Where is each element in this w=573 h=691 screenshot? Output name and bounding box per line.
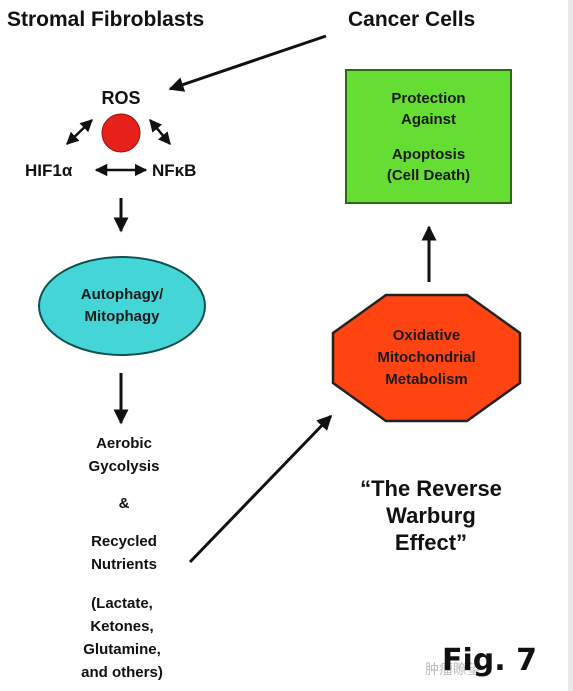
right-edge-strip xyxy=(568,0,573,691)
nutrient-examples-text: (Lactate, Ketones, Glutamine, and others… xyxy=(81,592,163,684)
recycled-line-2: Nutrients xyxy=(91,556,157,573)
effect-line-1: “The Reverse xyxy=(360,476,502,501)
reverse-warburg-effect-title: “The Reverse Warburg Effect” xyxy=(360,475,502,556)
aerobic-line-2: Gycolysis xyxy=(88,458,160,475)
examples-line-4: and others) xyxy=(81,664,163,681)
octagon-shape xyxy=(331,293,522,423)
arrow-ros-hif xyxy=(66,119,93,145)
figure-label: Fig. 7 xyxy=(442,643,537,678)
oxidative-line-1: Oxidative xyxy=(392,327,461,344)
label-nfkb: NFκB xyxy=(152,161,197,180)
recycled-line-1: Recycled xyxy=(91,533,157,550)
label-ros: ROS xyxy=(101,88,141,108)
header-cancer-cells: Cancer Cells xyxy=(348,8,476,31)
oxidative-metabolism-octagon: Oxidative Mitochondrial Metabolism xyxy=(331,293,522,423)
aerobic-line-1: Aerobic xyxy=(96,435,152,452)
effect-line-3: Effect” xyxy=(394,530,468,555)
ampersand-text: & xyxy=(118,495,130,512)
effect-line-2: Warburg xyxy=(386,503,476,528)
examples-line-2: Ketones, xyxy=(90,618,154,635)
protection-line-4: (Cell Death) xyxy=(386,166,471,184)
ros-circle xyxy=(101,113,141,153)
examples-line-1: (Lactate, xyxy=(91,595,153,612)
arrow-cancer-to-ros xyxy=(168,34,327,92)
recycled-nutrients-text: Recycled Nutrients xyxy=(91,530,157,576)
autophagy-line-1: Autophagy/ xyxy=(80,286,164,303)
oxidative-line-3: Metabolism xyxy=(385,371,468,388)
aerobic-glycolysis-text: Aerobic Gycolysis xyxy=(89,432,160,478)
autophagy-line-2: Mitophagy xyxy=(84,308,160,325)
header-stromal-fibroblasts: Stromal Fibroblasts xyxy=(7,8,205,31)
arrow-nutrients-to-oxidative xyxy=(188,414,333,564)
arrow-ros-nfkb xyxy=(149,119,171,145)
watermark-text: 肿瘤瞭望 xyxy=(425,662,481,678)
examples-line-3: Glutamine, xyxy=(83,641,161,658)
autophagy-mitophagy-ellipse: Autophagy/ Mitophagy xyxy=(38,256,206,356)
protection-line-3: Apoptosis xyxy=(391,145,466,163)
protection-against-apoptosis-box: Protection Against Apoptosis (Cell Death… xyxy=(345,69,512,204)
protection-line-2: Against xyxy=(400,110,456,128)
label-hif1a: HIF1α xyxy=(25,161,73,180)
oxidative-line-2: Mitochondrial xyxy=(377,349,476,366)
protection-line-1: Protection xyxy=(391,89,466,107)
